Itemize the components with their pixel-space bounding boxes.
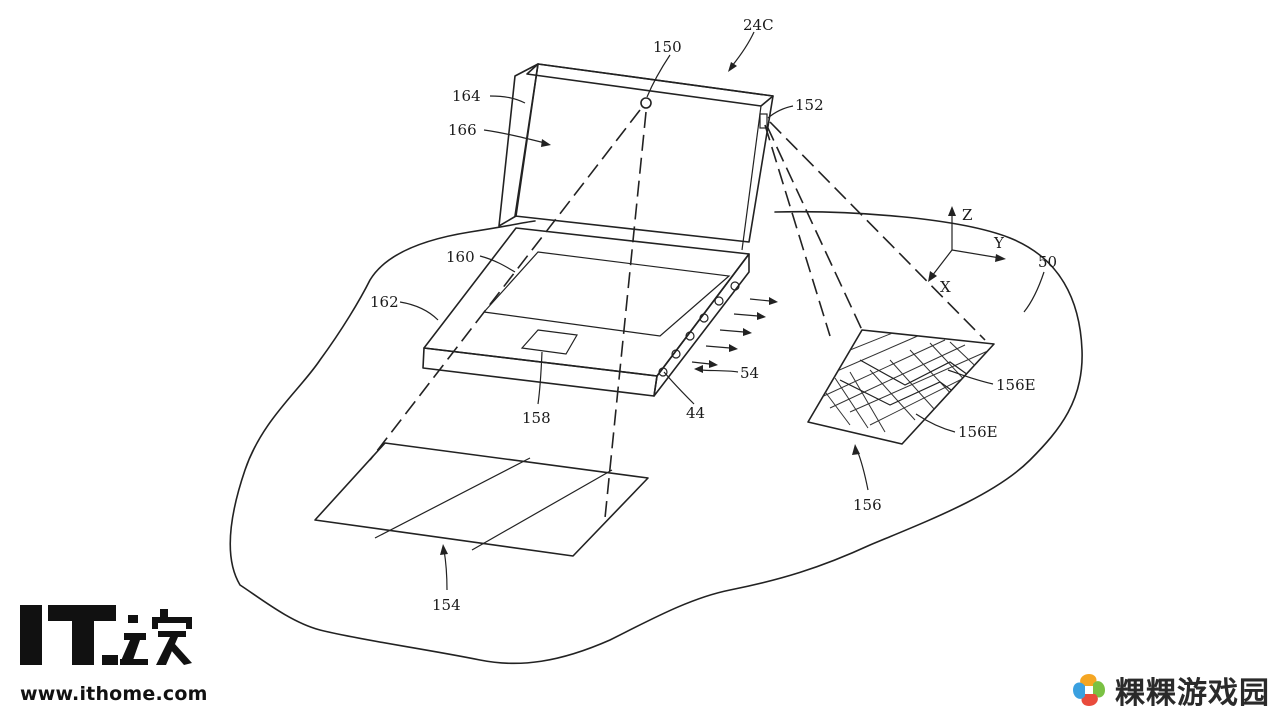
label-24C: 24C [743,16,774,34]
axis-label-z: Z [962,206,972,224]
label-50: 50 [1038,253,1057,271]
label-152: 152 [795,96,824,114]
reference-labels: 24C 150 152 164 166 160 162 158 44 54 50… [370,16,1057,614]
label-164: 164 [452,87,481,105]
game-site-name: 粿粿游戏园 [1115,676,1270,711]
label-166: 166 [448,121,477,139]
axis-indicator [928,206,1006,282]
label-156E-b: 156E [958,423,998,441]
label-44: 44 [686,404,705,422]
projected-image-154 [314,442,649,557]
game-site-watermark: 粿粿游戏园 [1069,668,1270,712]
label-162: 162 [370,293,399,311]
label-158: 158 [522,409,551,427]
device-24C [422,63,774,397]
ithome-logo [20,605,192,665]
emission-arrows-54 [691,297,778,368]
label-150: 150 [653,38,682,56]
game-site-logo-icon [1073,674,1105,706]
label-156: 156 [853,496,882,514]
projection-lines [369,109,986,519]
axis-label-y: Y [993,234,1005,252]
ithome-url: www.ithome.com [20,683,208,705]
label-156E-a: 156E [996,376,1036,394]
label-160: 160 [446,248,475,266]
label-154: 154 [432,596,461,614]
surface-outline [229,210,1083,665]
axis-label-x: X [940,278,951,296]
label-54: 54 [740,364,759,382]
leader-lines [399,31,1045,591]
side-ports-44 [658,281,740,377]
